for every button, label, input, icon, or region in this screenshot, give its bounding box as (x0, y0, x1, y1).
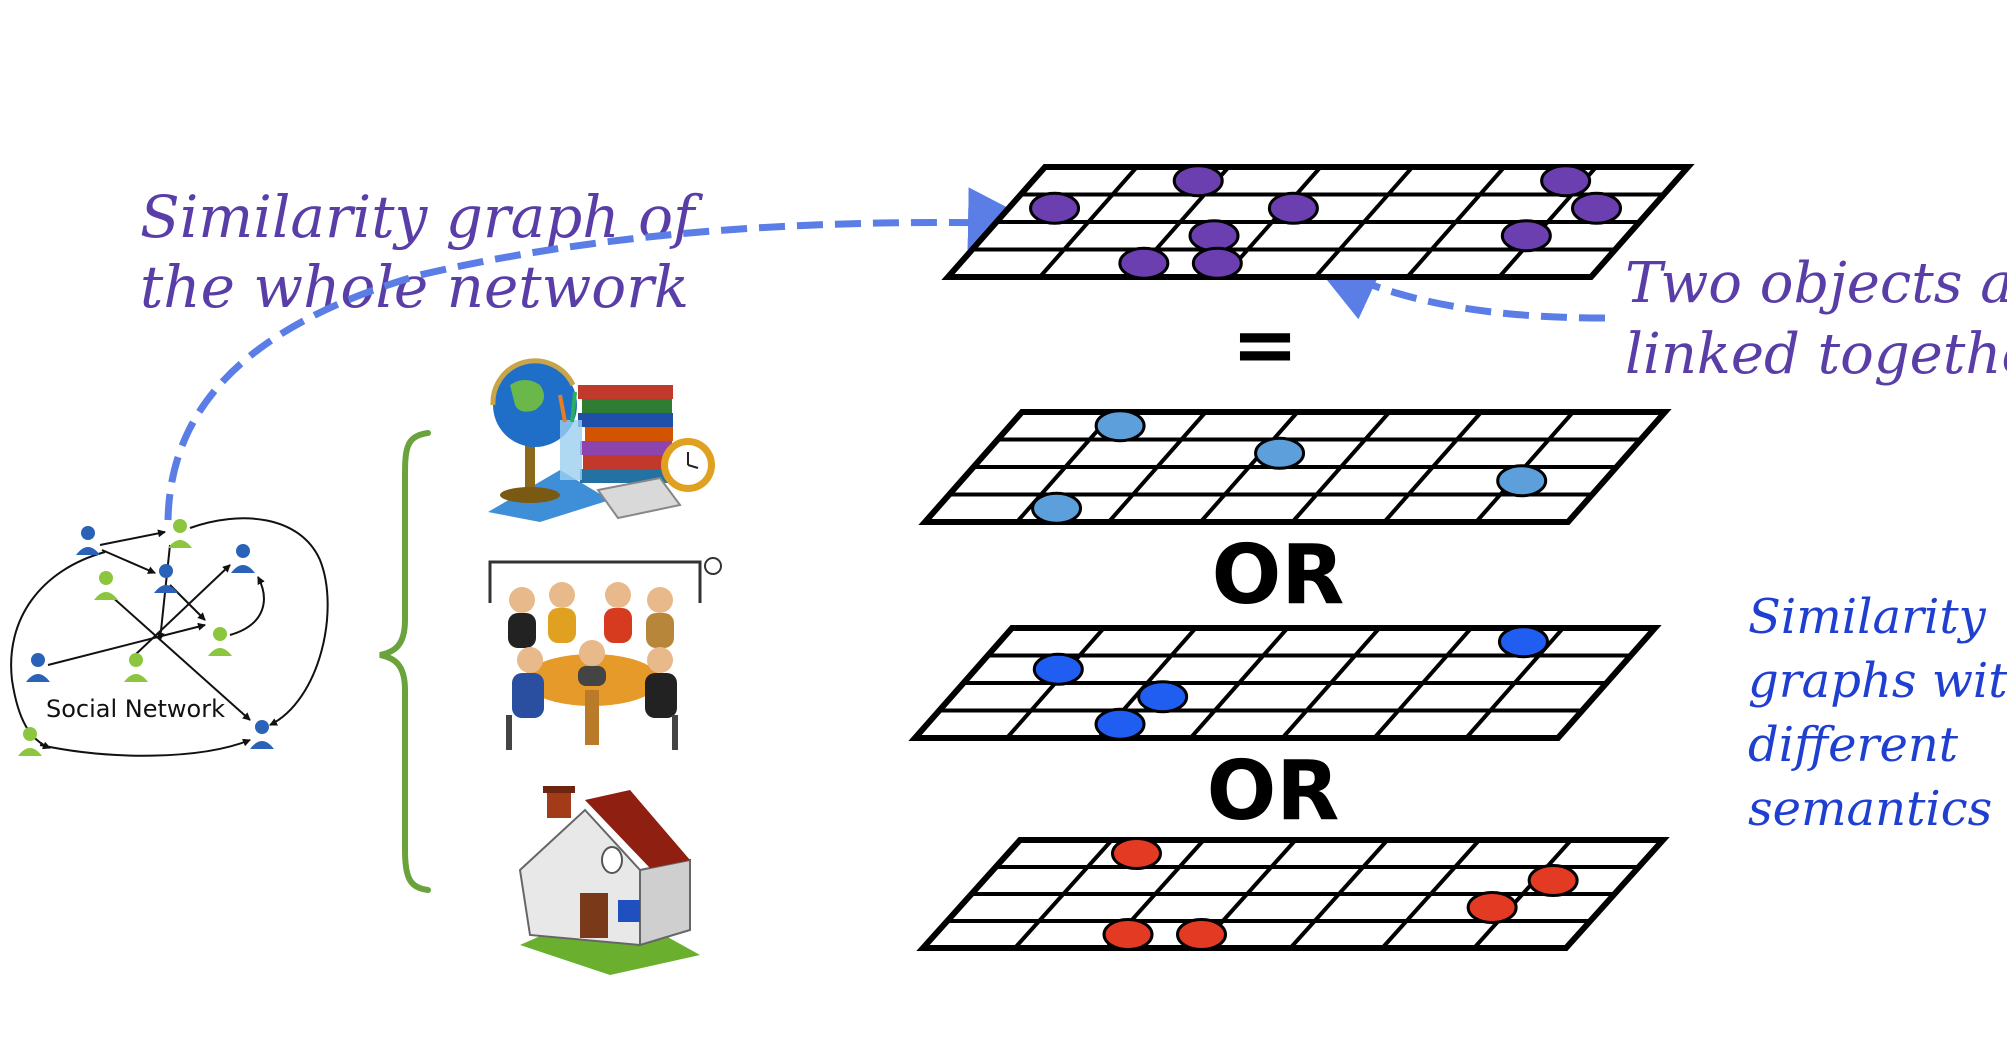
dashed-arrow-label-to-top-grid (1309, 255, 1606, 322)
right-label-line1: Similarity (1748, 589, 1987, 645)
similarity-node (1029, 191, 1081, 225)
meeting-table-icon (488, 557, 722, 750)
similarity-node (1102, 918, 1154, 951)
top-right-label-line1: Two objects are (1625, 251, 2007, 316)
similarity-node (1110, 837, 1162, 870)
top-right-label-line2: linked together (1625, 322, 2007, 387)
equals-sign: = (1231, 298, 1298, 391)
similarity-grid-whole (941, 164, 1695, 280)
similarity-node (1032, 652, 1084, 686)
similarity-node (1094, 707, 1146, 741)
similarity-grid-meeting (908, 625, 1662, 741)
similarity-node (1094, 409, 1146, 443)
grid-column-line (1013, 838, 1114, 950)
similarity-node (1500, 219, 1552, 253)
curly-brace (379, 430, 431, 893)
similarity-grid-education (918, 409, 1672, 525)
similarity-node (1267, 191, 1319, 225)
grid-column-line (1405, 165, 1506, 279)
grid-column-line (1380, 838, 1481, 950)
or-label-1: OR (1212, 528, 1345, 623)
grid-column-line (1290, 410, 1391, 524)
right-label-line4: semantics (1748, 781, 1992, 837)
similarity-node (1497, 625, 1549, 659)
grid-column-line (1280, 626, 1381, 740)
similarity-node (1137, 680, 1189, 714)
similarity-node (1191, 246, 1243, 280)
similarity-node (1118, 246, 1170, 280)
social-network-label: Social Network (46, 695, 225, 723)
right-label-line3: different (1748, 717, 1959, 773)
grid-column-line (1472, 838, 1573, 950)
or-label-2: OR (1207, 744, 1340, 839)
grid-column-line (1288, 838, 1389, 950)
similarity-node (1527, 864, 1579, 897)
similarity-node (1496, 464, 1548, 498)
grid-column-line (1382, 410, 1483, 524)
similarity-node (1571, 191, 1623, 225)
social-network-icon: Social Network (10, 517, 329, 757)
similarity-node (1466, 891, 1518, 924)
grid-column-line (1372, 626, 1473, 740)
similarity-node (1176, 918, 1228, 951)
similarity-node (1254, 436, 1306, 470)
education-supplies-icon (488, 358, 715, 522)
similarity-grid-house (916, 837, 1670, 951)
right-label-line2: graphs with (1748, 653, 2007, 709)
similarity-node (1031, 491, 1083, 525)
grid-column-line (1189, 626, 1290, 740)
similarity-node (1188, 219, 1240, 253)
dashed-arrow-network-to-top-grid (164, 187, 1038, 521)
grid-column-line (1038, 165, 1139, 279)
grid-column-line (1107, 410, 1208, 524)
house-icon (502, 786, 700, 975)
similarity-node (1540, 164, 1592, 198)
top-left-label-line2: the whole network (140, 253, 689, 321)
grid-column-line (1313, 165, 1414, 279)
grid-column-line (1199, 410, 1300, 524)
similarity-node (1172, 164, 1224, 198)
